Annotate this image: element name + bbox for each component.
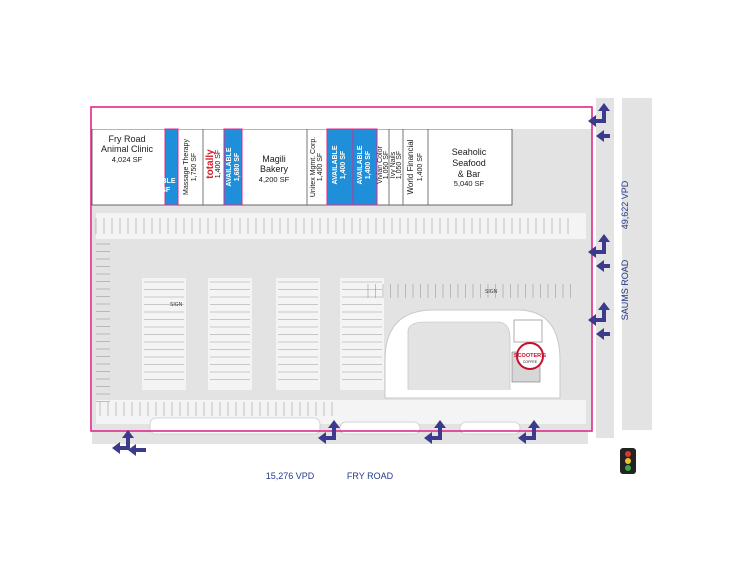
available-2-size: 1,680 SF bbox=[234, 152, 241, 181]
tenant-magili-line1: Magili bbox=[262, 154, 286, 164]
tenant-magili-size: 4,200 SF bbox=[259, 175, 290, 184]
arrow-icon bbox=[596, 260, 610, 272]
scooters-logo-name: SCOOTER'S bbox=[514, 353, 547, 359]
tenant-fry-road-clinic-line1: Fry Road bbox=[108, 134, 145, 144]
arrow-icon bbox=[596, 130, 610, 142]
available-space-4[interactable] bbox=[352, 128, 378, 206]
access-arrows bbox=[112, 103, 610, 456]
parking-island bbox=[208, 278, 252, 390]
tenant-seaholic-line3: & Bar bbox=[458, 169, 481, 179]
tenant-vivian-color-size: 1,050 SF bbox=[383, 151, 390, 179]
arrow-icon bbox=[596, 328, 610, 340]
tenant-massage-therapy-name: Massage Therapy bbox=[183, 139, 190, 195]
tenant-seaholic-line1: Seaholic bbox=[452, 147, 487, 157]
available-4-label: AVAILABLE bbox=[357, 145, 364, 184]
building-footprint bbox=[91, 128, 513, 206]
available-1-size: 1,646 SF bbox=[142, 187, 171, 194]
arrow-icon bbox=[112, 430, 134, 454]
rear-walkway bbox=[92, 107, 592, 129]
available-4-size: 1,400 SF bbox=[365, 150, 372, 179]
arrow-icon bbox=[318, 420, 340, 444]
arrow-icon bbox=[588, 302, 610, 326]
arrow-icon bbox=[424, 420, 446, 444]
tenant-seaholic-line2: Seafood bbox=[452, 158, 486, 168]
property-boundary bbox=[90, 106, 593, 432]
sign-label-1: SIGN bbox=[170, 302, 183, 308]
tenant-world-financial-name: World Financial bbox=[406, 139, 415, 194]
parking-island bbox=[276, 278, 320, 390]
tenant-ivy-nails-name: Ivy Nails bbox=[390, 151, 397, 178]
available-3-label: AVAILABLE bbox=[332, 145, 339, 184]
saums-road-pavement bbox=[622, 98, 652, 430]
parking-stalls bbox=[95, 218, 571, 416]
tenant-totally-size: 1,400 SF bbox=[215, 150, 222, 178]
scooters-logo bbox=[516, 342, 544, 370]
available-space-1[interactable] bbox=[164, 128, 179, 206]
tenant-fry-road-clinic-line2: Animal Clinic bbox=[101, 144, 154, 154]
tenant-ivy-nails-size: 1,050 SF bbox=[396, 151, 403, 179]
available-space-3[interactable] bbox=[326, 128, 354, 206]
parking-island bbox=[340, 278, 384, 390]
drive-aisle-front bbox=[96, 213, 586, 239]
saums-road-label: SAUMS ROAD bbox=[620, 259, 630, 320]
available-3-size: 1,400 SF bbox=[340, 150, 347, 179]
available-1-label: AVAILABLE bbox=[136, 178, 175, 185]
arrow-icon bbox=[518, 420, 540, 444]
arrow-icon bbox=[588, 234, 610, 258]
tenant-vivian-color-name: Vivian Color bbox=[377, 146, 384, 184]
scooters-logo-sub: COFFEE bbox=[523, 360, 538, 364]
tenant-seaholic-size: 5,040 SF bbox=[454, 179, 485, 188]
parking-island bbox=[142, 278, 186, 390]
scooters-pad: SCOOTER'S COFFEE bbox=[384, 309, 561, 399]
fry-vpd-label: 15,276 VPD bbox=[266, 471, 315, 481]
sign-label-2: SIGN bbox=[485, 289, 498, 295]
tenant-unitex-name: Unitex Mgmt. Corp. bbox=[310, 137, 317, 197]
available-2-label: AVAILABLE bbox=[226, 147, 233, 186]
tenant-magili-line2: Bakery bbox=[260, 164, 289, 174]
arrow-icon bbox=[588, 103, 610, 127]
tenant-massage-therapy-size: 1,750 SF bbox=[191, 153, 198, 181]
traffic-light-icon bbox=[620, 448, 636, 474]
fry-road-label: FRY ROAD bbox=[347, 471, 394, 481]
arrow-icon bbox=[128, 444, 146, 456]
tenant-fry-road-clinic-size: 4,024 SF bbox=[112, 155, 143, 164]
available-space-2[interactable] bbox=[223, 128, 243, 206]
tenant-world-financial-size: 1,400 SF bbox=[417, 153, 424, 181]
saums-vpd-label: 49,622 VPD bbox=[620, 180, 630, 229]
tenant-unitex-size: 1,400 SF bbox=[317, 153, 324, 181]
tenant-totally-logo: totally bbox=[205, 149, 216, 179]
